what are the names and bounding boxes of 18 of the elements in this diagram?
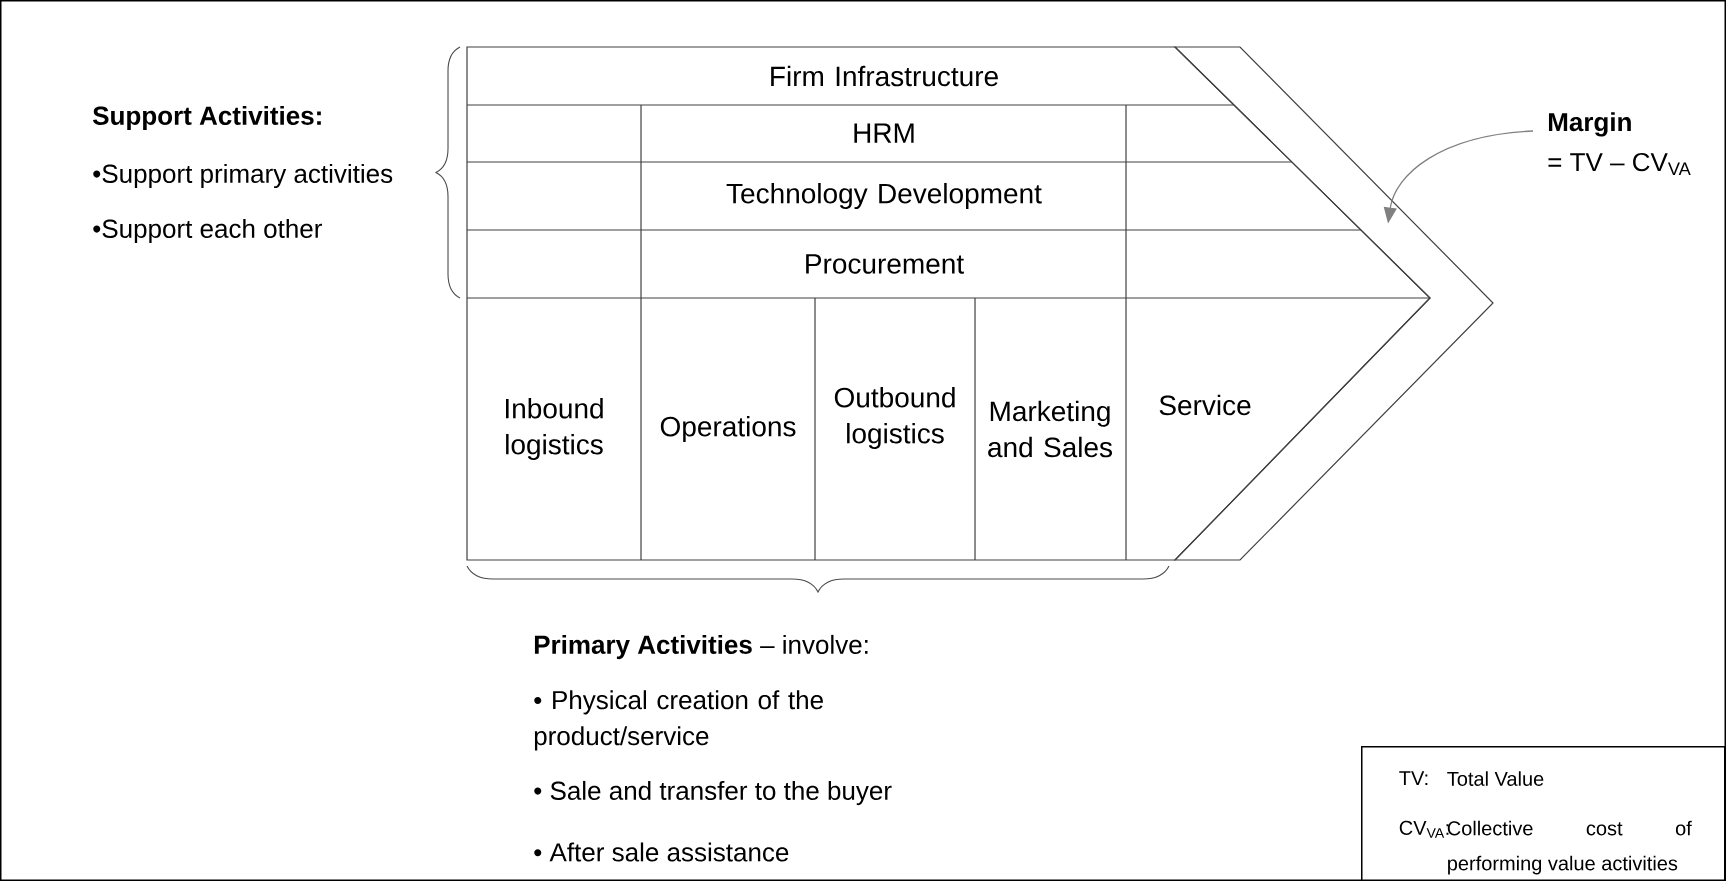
bullet-point: • Physical creation of the product/service: [534, 690, 823, 751]
activity-row: Technology Development: [726, 182, 1042, 210]
activity-row: HRM: [854, 123, 914, 143]
activity-cell: Marketing and Sales: [988, 400, 1112, 458]
bullet-point: • After sale assistance: [534, 842, 789, 862]
activity-row: Procurement: [806, 254, 964, 274]
heading: Primary Activities – involve:: [534, 634, 868, 660]
margin-note: Margin = TV – CV$_{VA}$: [1548, 112, 1691, 175]
activity-cell: Operations: [660, 415, 796, 443]
bullet-point: • Sale and transfer to the buyer: [534, 780, 892, 806]
activity-row: Firm Infrastructure: [771, 65, 998, 87]
bullet-point: •Support each other: [93, 218, 322, 244]
activity-cell: Outbound logistics: [834, 386, 955, 450]
abbreviation-box: TV: Total Value CV$_{VA}$:Collective cost of performing value activities: [1361, 746, 1726, 881]
bullet-point: •Support primary activities: [93, 163, 393, 189]
activity-cell: Inbound logistics: [506, 397, 603, 461]
activity-cell: Service: [1159, 394, 1251, 416]
heading: Support Activities:: [92, 105, 321, 131]
